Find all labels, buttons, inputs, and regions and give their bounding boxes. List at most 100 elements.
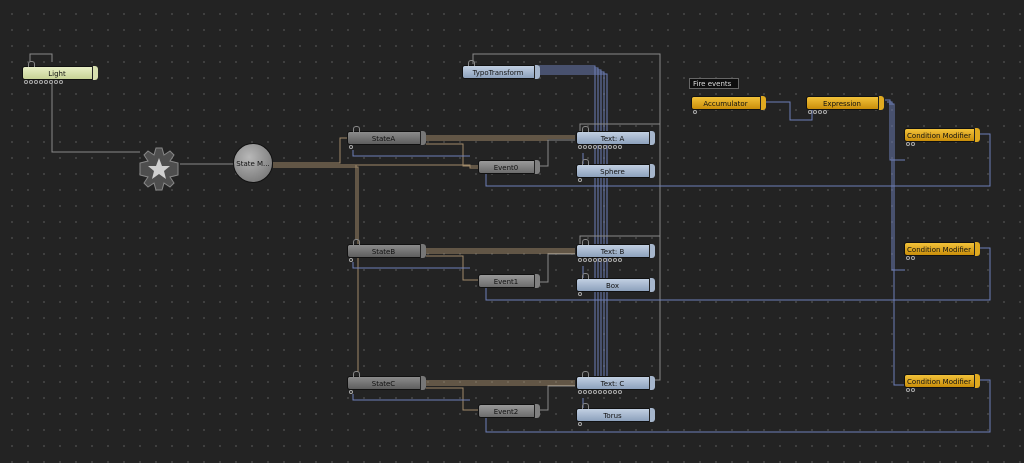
pin[interactable]: [598, 145, 602, 149]
state-b-node[interactable]: StateB: [347, 239, 426, 262]
pin[interactable]: [906, 256, 910, 260]
pin[interactable]: [603, 258, 607, 262]
condition-modifier-3-node[interactable]: Condition Modifier: [904, 374, 980, 392]
node-cap: [649, 244, 655, 258]
pin[interactable]: [349, 145, 353, 149]
pin[interactable]: [59, 80, 63, 84]
pin[interactable]: [583, 390, 587, 394]
node-pins: [693, 110, 697, 115]
light-node[interactable]: Light: [22, 61, 98, 84]
pin[interactable]: [598, 258, 602, 262]
node-pins: [906, 256, 915, 261]
pin[interactable]: [583, 258, 587, 262]
accumulator-node[interactable]: Accumulator: [691, 96, 766, 114]
pin[interactable]: [613, 145, 617, 149]
node-label: Sphere: [600, 168, 625, 176]
pin[interactable]: [598, 390, 602, 394]
pin[interactable]: [29, 80, 33, 84]
condition-modifier-1-node[interactable]: Condition Modifier: [904, 128, 980, 146]
node-cap: [649, 164, 655, 178]
pin[interactable]: [24, 80, 28, 84]
node-pins: [578, 145, 622, 150]
pin[interactable]: [613, 258, 617, 262]
pin[interactable]: [818, 110, 822, 114]
node-cap: [534, 274, 540, 288]
node-label: StateC: [371, 380, 396, 388]
pin[interactable]: [54, 80, 58, 84]
pin[interactable]: [578, 292, 582, 296]
node-label: Accumulator: [703, 100, 748, 108]
pin[interactable]: [603, 390, 607, 394]
node-hook: [353, 239, 360, 245]
pin[interactable]: [349, 390, 353, 394]
torus-node[interactable]: Torus: [576, 403, 655, 426]
node-pins: [349, 145, 353, 150]
pin[interactable]: [578, 390, 582, 394]
node-cap: [420, 244, 426, 258]
node-label: Expression: [823, 100, 861, 108]
pin[interactable]: [911, 142, 915, 146]
node-cap: [649, 131, 655, 145]
event1-node[interactable]: Event1: [478, 274, 540, 288]
pin[interactable]: [618, 145, 622, 149]
expression-node[interactable]: Expression: [806, 96, 884, 114]
node-label: Text: B: [600, 248, 625, 256]
node-pins: [578, 258, 622, 263]
typo-transform-node[interactable]: TypoTransform: [462, 60, 540, 79]
node-hook: [582, 371, 589, 377]
node-label: Condition Modifier: [907, 132, 971, 140]
pin[interactable]: [588, 145, 592, 149]
pin[interactable]: [906, 388, 910, 392]
node-pins: [578, 422, 582, 427]
pin[interactable]: [593, 390, 597, 394]
pin[interactable]: [618, 390, 622, 394]
pin[interactable]: [44, 80, 48, 84]
pin[interactable]: [588, 258, 592, 262]
text-b-node[interactable]: Text: B: [576, 239, 655, 262]
node-label: Box: [605, 282, 619, 290]
pin[interactable]: [608, 258, 612, 262]
pin[interactable]: [693, 110, 697, 114]
pin[interactable]: [578, 178, 582, 182]
text-a-node[interactable]: Text: A: [576, 126, 655, 149]
node-cap: [534, 404, 540, 418]
event0-node[interactable]: Event0: [478, 160, 540, 174]
state-c-node[interactable]: StateC: [347, 371, 426, 394]
pin[interactable]: [593, 145, 597, 149]
node-cap: [974, 374, 980, 388]
event2-node[interactable]: Event2: [478, 404, 540, 418]
pin[interactable]: [911, 388, 915, 392]
state-a-node[interactable]: StateA: [347, 126, 426, 149]
fire-events-comment[interactable]: Fire events: [689, 78, 739, 89]
sphere-node[interactable]: Sphere: [576, 159, 655, 182]
gear-icon[interactable]: [136, 146, 182, 192]
pin[interactable]: [603, 145, 607, 149]
pin[interactable]: [906, 142, 910, 146]
pin[interactable]: [593, 258, 597, 262]
pin[interactable]: [813, 110, 817, 114]
pin[interactable]: [588, 390, 592, 394]
pin[interactable]: [578, 422, 582, 426]
node-label: StateA: [371, 135, 396, 143]
pin[interactable]: [578, 145, 582, 149]
pin[interactable]: [608, 145, 612, 149]
pin[interactable]: [34, 80, 38, 84]
pin[interactable]: [349, 258, 353, 262]
pin[interactable]: [823, 110, 827, 114]
box-node[interactable]: Box: [576, 273, 655, 296]
pin[interactable]: [583, 145, 587, 149]
pin[interactable]: [911, 256, 915, 260]
pin[interactable]: [578, 258, 582, 262]
state-machine-node[interactable]: State M...: [233, 143, 273, 183]
pin[interactable]: [49, 80, 53, 84]
node-pins: [578, 390, 622, 395]
pin[interactable]: [608, 390, 612, 394]
condition-modifier-2-node[interactable]: Condition Modifier: [904, 242, 980, 260]
pin[interactable]: [39, 80, 43, 84]
pin[interactable]: [613, 390, 617, 394]
pin[interactable]: [808, 110, 812, 114]
text-c-node[interactable]: Text: C: [576, 371, 655, 394]
node-hook: [582, 273, 589, 279]
pin[interactable]: [618, 258, 622, 262]
